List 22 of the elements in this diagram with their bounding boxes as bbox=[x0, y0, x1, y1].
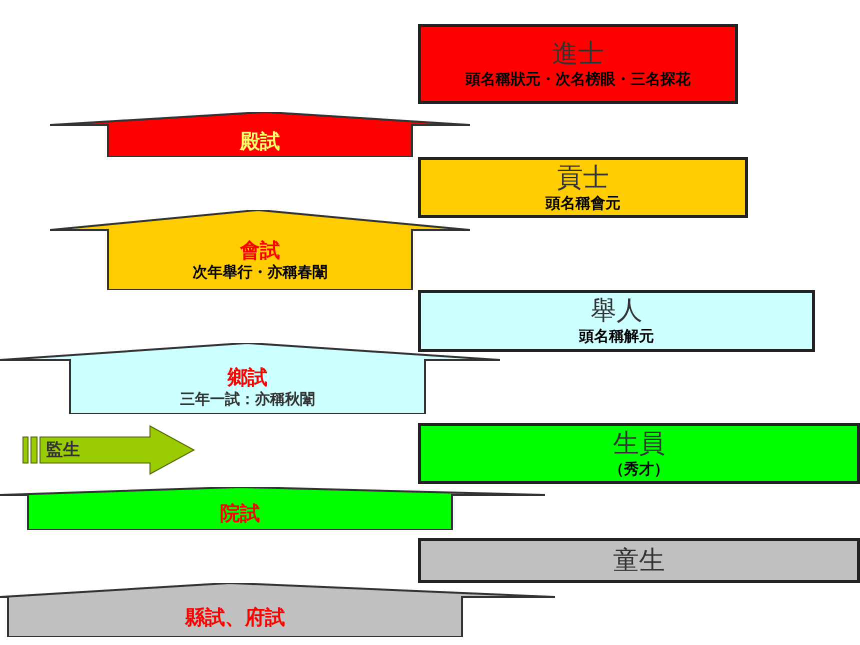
rank-title: 童生 bbox=[613, 546, 665, 576]
rank-box bbox=[418, 157, 748, 218]
rank-box bbox=[418, 24, 738, 104]
exam-name: 殿試 bbox=[240, 129, 280, 153]
exam-name: 院試 bbox=[220, 500, 260, 524]
rank-note: （秀才） bbox=[608, 458, 670, 478]
rank-title: 舉人 bbox=[590, 296, 642, 326]
rank-note: 頭名稱狀元・次名榜眼・三名探花 bbox=[464, 69, 692, 89]
exam-note: 次年舉行・亦稱春闈 bbox=[192, 262, 328, 282]
rank-title: 貢士 bbox=[557, 162, 609, 192]
exam-name: 會試 bbox=[240, 238, 280, 262]
rank-note: 頭名稱會元 bbox=[544, 192, 622, 212]
exam-name: 縣試、府試 bbox=[185, 605, 285, 629]
rank-box bbox=[418, 538, 860, 583]
exam-name: 鄉試 bbox=[228, 365, 268, 389]
rank-box bbox=[418, 290, 815, 352]
student-label: 監生 bbox=[46, 440, 80, 460]
rank-note: 頭名稱解元 bbox=[578, 326, 655, 346]
exam-note: 三年一試：亦稱秋闈 bbox=[180, 389, 315, 409]
rank-title: 進士 bbox=[552, 39, 604, 69]
rank-title: 生員 bbox=[613, 428, 665, 458]
rank-box bbox=[418, 423, 860, 484]
